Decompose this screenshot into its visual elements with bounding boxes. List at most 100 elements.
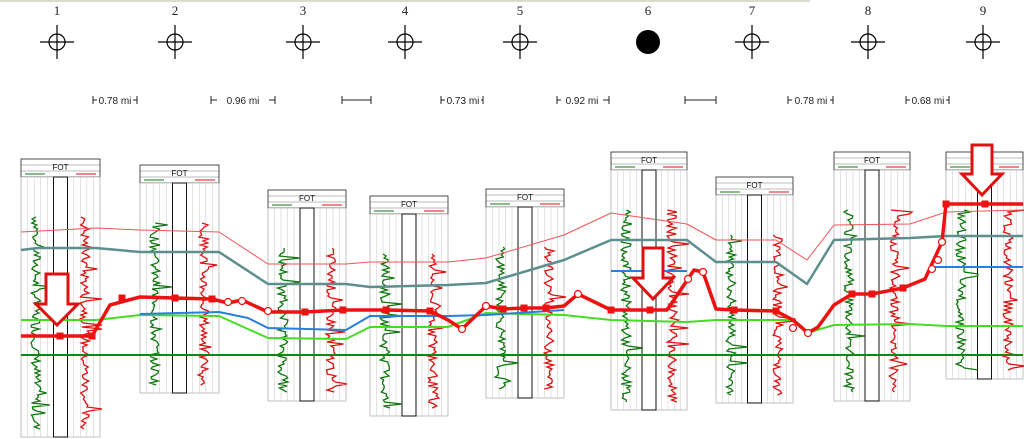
down-arrow-icon [629,246,677,302]
pick-square-marker [868,290,876,298]
pick-square-marker [520,304,528,312]
pick-square-marker [542,304,550,312]
well-log-panel[interactable]: FOT [485,188,567,399]
track-header-label: FOT [401,200,417,209]
pick-circle-marker [683,274,693,284]
pick-square-marker [772,307,780,315]
track-header-label: FOT [747,181,763,190]
well-number: 8 [865,3,872,18]
filled-well-symbol-icon [636,30,660,54]
well-log-panel[interactable]: FOT [369,195,449,417]
pick-circle-marker [937,237,947,247]
top-header-bar [0,0,810,2]
gamma-ray-curve [378,253,403,409]
well-log-panel[interactable]: FOT [267,189,348,402]
well-7[interactable]: 7 [735,3,769,59]
oil-well-symbol-icon [40,25,74,59]
pick-circle-marker [481,301,491,311]
pick-square-marker [208,295,216,303]
well-3[interactable]: 3 [286,3,320,59]
pick-circle-marker [933,255,943,265]
blue-horizon [139,309,565,331]
pick-square-marker [730,306,738,314]
down-arrow-icon [32,272,82,328]
pick-square-marker [382,306,390,314]
resistivity-curve [425,253,447,409]
track-header-label: FOT [864,156,880,165]
well-number: 9 [980,3,987,18]
well-number: 6 [645,3,652,18]
distance-bar: 0.68 mi [905,94,950,107]
oil-well-symbol-icon [735,25,769,59]
gamma-ray-curve [29,216,54,430]
pick-square-marker [981,200,989,208]
well-9[interactable]: 9 [966,3,1000,59]
pick-circle-marker [927,264,937,274]
pick-square-marker [899,284,907,292]
well-log-panel[interactable]: FOT [139,164,220,394]
track-header-label: FOT [299,194,315,203]
distance-bar: 0.96 mi [210,94,276,107]
pick-square-marker [118,294,126,302]
oil-well-symbol-icon [286,25,320,59]
well-number: 5 [517,3,524,18]
oil-well-symbol-icon [388,25,422,59]
depth-track [747,194,762,404]
depth-track [172,182,187,394]
pick-square-marker [848,290,856,298]
thin-red-horizon [20,209,1024,265]
well-2[interactable]: 2 [158,3,192,59]
resistivity-curve [887,209,914,393]
pick-square-marker [339,306,347,314]
track-header-label: FOT [641,156,657,165]
well-number: 4 [402,3,409,18]
pick-circle-marker [457,324,467,334]
pick-circle-marker [573,289,583,299]
distance-bar [684,96,717,104]
distance-label: 0.78 mi [795,96,828,107]
pick-square-marker [646,306,654,314]
distance-label: 0.78 mi [99,96,132,107]
well-4[interactable]: 4 [388,3,422,59]
well-log-panel[interactable]: FOT [833,151,914,402]
resistivity-curve [542,246,567,390]
resistivity-curve [323,247,348,393]
track-header-label: FOT [517,193,533,202]
pick-square-marker [88,332,96,340]
distance-label: 0.73 mi [447,96,480,107]
resistivity-curve [79,216,103,430]
gamma-ray-curve [493,246,519,390]
pick-circle-marker [223,297,233,307]
pick-square-marker [607,306,615,314]
well-6[interactable]: 6 [636,3,660,54]
gamma-ray-curve [275,247,301,393]
pick-square-marker [426,307,434,315]
well-symbols-row: 1 2 3 4 5 6 7 8 [40,3,1000,59]
depth-track [299,207,315,402]
distance-label: 0.92 mi [566,96,599,107]
distance-label: 0.68 mi [912,96,945,107]
oil-well-symbol-icon [966,25,1000,59]
distance-bar: 0.73 mi [440,94,484,107]
well-log-panel[interactable]: FOT [610,151,690,411]
well-1[interactable]: 1 [40,3,74,59]
pick-circle-marker [788,323,798,333]
gamma-ray-curve [147,222,172,386]
pick-square-marker [301,308,309,316]
oil-well-symbol-icon [503,25,537,59]
well-log-panel[interactable]: FOT [715,176,796,404]
pick-square-marker [171,294,179,302]
well-5[interactable]: 5 [503,3,537,59]
distance-bar: 0.92 mi [556,94,610,107]
pick-square-marker [56,332,64,340]
distance-bar [341,96,372,104]
pick-circle-marker [263,306,273,316]
pick-circle-marker [237,296,247,306]
depth-track [517,206,533,399]
oil-well-symbol-icon [851,25,885,59]
well-8[interactable]: 8 [851,3,885,59]
teal-horizon [20,234,1023,289]
distance-bar: 0.78 mi [787,94,834,107]
light-green-horizon [21,312,1023,340]
